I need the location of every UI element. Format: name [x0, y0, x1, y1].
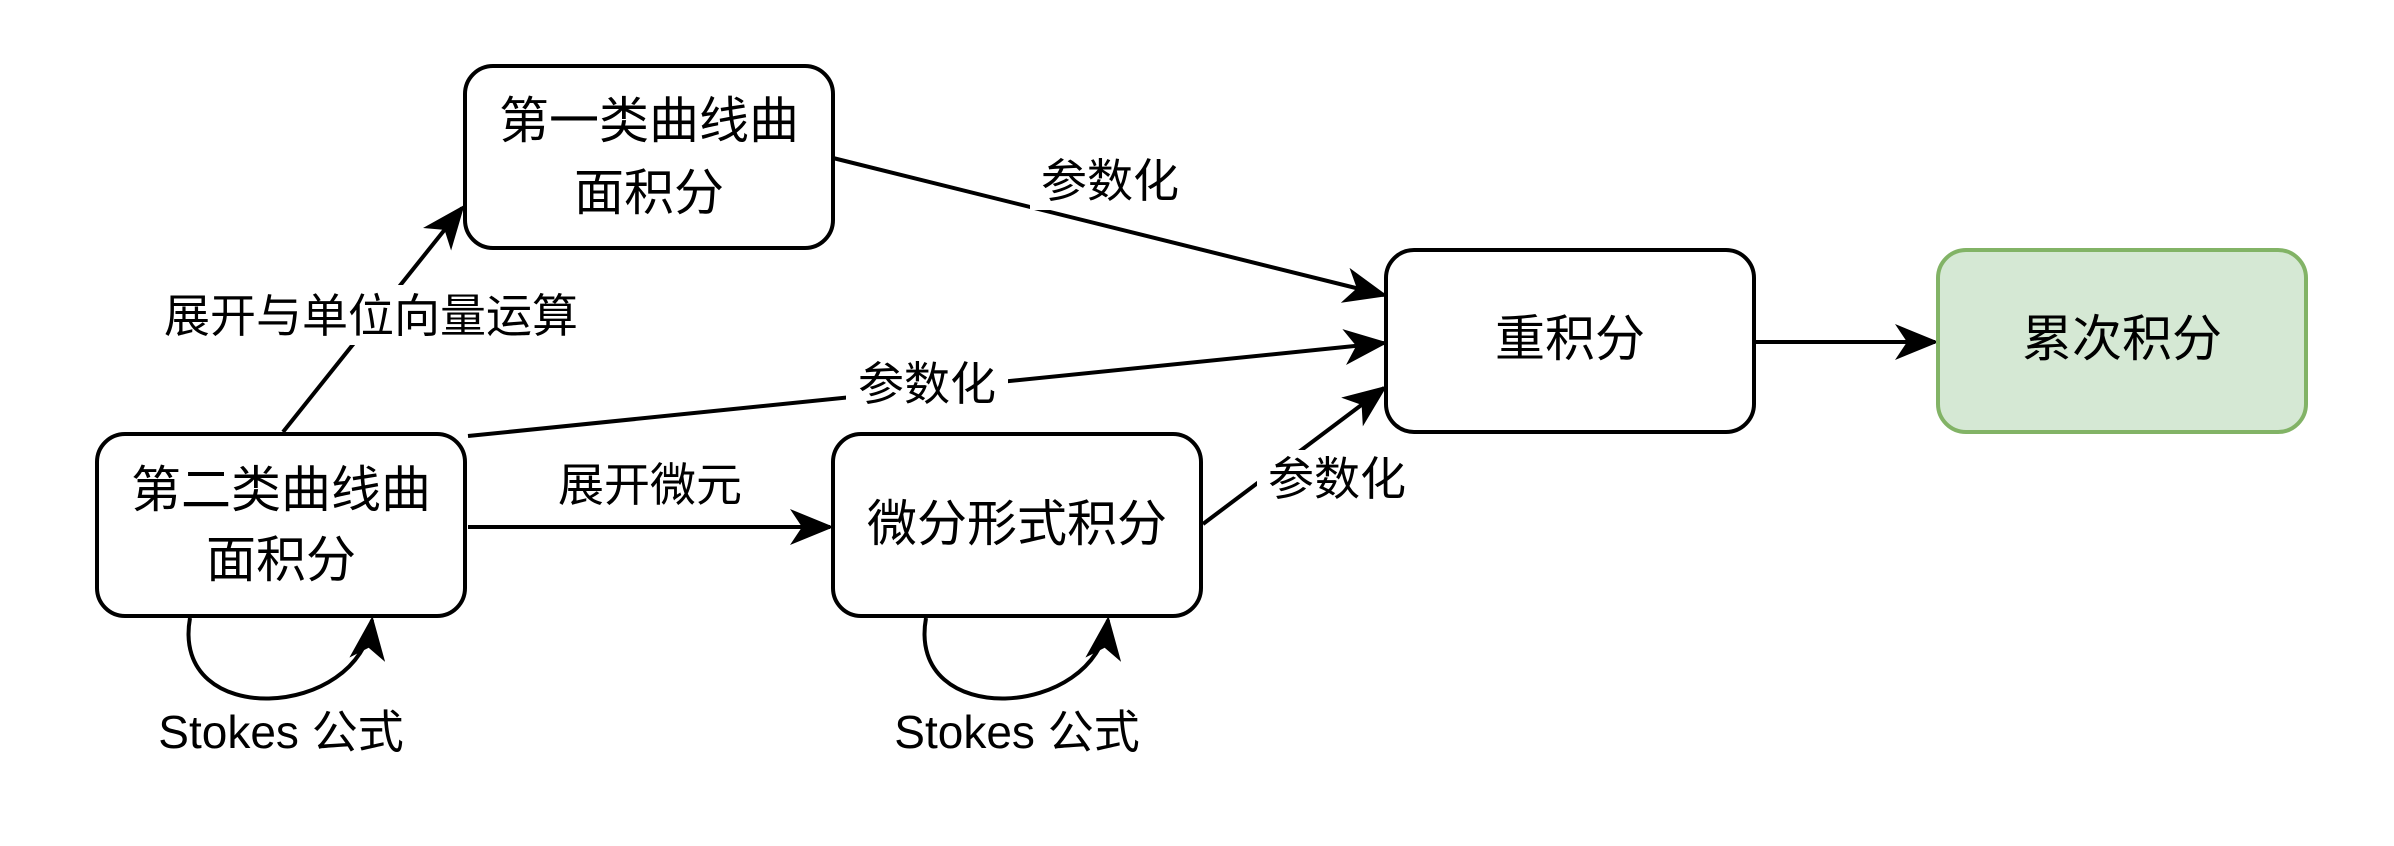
- node-first-kind-line2: 面积分: [574, 165, 724, 221]
- label-expand-unit-vector-text: 展开与单位向量运算: [164, 290, 578, 342]
- label-expand-unit-vector: 展开与单位向量运算: [140, 285, 602, 345]
- node-multiple-integral[interactable]: 重积分: [1384, 248, 1756, 434]
- node-second-kind-integral[interactable]: 第二类曲线曲 面积分: [95, 432, 467, 618]
- label-param-top: 参数化: [1030, 152, 1190, 210]
- edge-first-to-multiple: [832, 156, 1388, 303]
- label-stokes-left: Stokes 公式: [140, 702, 422, 762]
- label-stokes-left-text: Stokes 公式: [158, 706, 403, 758]
- node-first-kind-line1: 第一类曲线曲: [499, 93, 799, 149]
- label-param-bottom-text: 参数化: [1268, 453, 1406, 505]
- node-multiple-integral-label: 重积分: [1495, 311, 1645, 367]
- label-param-bottom: 参数化: [1257, 450, 1417, 508]
- label-param-middle: 参数化: [846, 355, 1008, 413]
- label-expand-differential: 展开微元: [540, 456, 760, 514]
- edge-stokes-loop-right: [922, 616, 1122, 701]
- label-param-top-text: 参数化: [1041, 155, 1179, 207]
- label-param-middle-text: 参数化: [858, 358, 996, 410]
- label-stokes-right-text: Stokes 公式: [894, 706, 1139, 758]
- node-second-kind-line2: 面积分: [206, 532, 356, 588]
- node-iterated-integral[interactable]: 累次积分: [1936, 248, 2308, 434]
- edge-stokes-loop-left: [186, 616, 386, 701]
- label-expand-differential-text: 展开微元: [558, 459, 742, 511]
- node-first-kind-integral[interactable]: 第一类曲线曲 面积分: [463, 64, 835, 250]
- node-differential-form-label: 微分形式积分: [867, 496, 1167, 552]
- node-iterated-integral-label: 累次积分: [2022, 311, 2222, 367]
- label-stokes-right: Stokes 公式: [876, 702, 1158, 762]
- node-second-kind-line1: 第二类曲线曲: [131, 462, 431, 518]
- node-differential-form-integral[interactable]: 微分形式积分: [831, 432, 1203, 618]
